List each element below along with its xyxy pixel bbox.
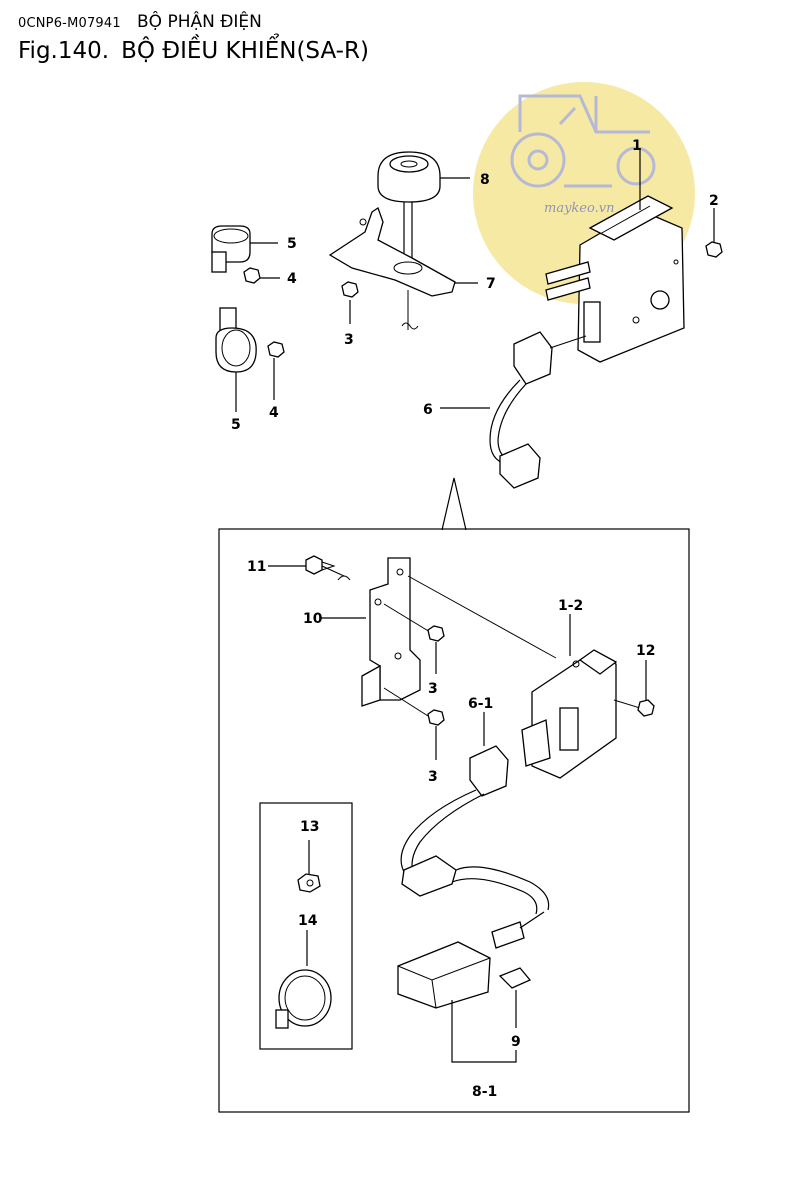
- callout-3-upper: 3: [344, 332, 354, 348]
- callout-10: 10: [303, 611, 323, 627]
- header: 0CNP6-M07941 BỘ PHẬN ĐIỆN Fig.140. BỘ ĐIỀ…: [18, 8, 369, 66]
- callout-13: 13: [300, 819, 319, 835]
- callout-6: 6: [423, 402, 433, 418]
- module-part-8-1: [397, 941, 517, 1063]
- figure-number: Fig.140.: [18, 38, 110, 64]
- callout-8: 8: [480, 172, 490, 188]
- clip-part-13: [297, 840, 321, 893]
- sub-box-13-14: [259, 802, 353, 1050]
- band-part-14: [275, 930, 332, 1029]
- knob-part-8: [377, 151, 470, 262]
- callout-1: 1: [632, 138, 642, 154]
- callouts: 1 2 8 5 4 7 3 6 5 4 11 1-2 10 12 3 6-1 3…: [231, 138, 719, 1100]
- clamp-part-5-upper: [211, 225, 278, 273]
- section-name: BỘ PHẬN ĐIỆN: [137, 12, 262, 32]
- figure-title: Fig.140. BỘ ĐIỀU KHIỂN(SA-R): [18, 36, 369, 66]
- tractor-logo: [510, 94, 656, 188]
- harness-part-6-1: [400, 712, 550, 949]
- callout-9: 9: [511, 1034, 521, 1050]
- callout-11: 11: [247, 559, 266, 575]
- callout-2: 2: [709, 193, 719, 209]
- callout-5-lower: 5: [231, 417, 241, 433]
- nut-part-3-inset-upper: [427, 625, 445, 674]
- bolt-part-11: [268, 555, 351, 581]
- part-code: 0CNP6-M07941: [18, 16, 121, 31]
- callout-3-inset-lower: 3: [428, 769, 438, 785]
- harness-part-6: [440, 331, 587, 489]
- figure-name: BỘ ĐIỀU KHIỂN(SA-R): [121, 38, 369, 64]
- watermark-text: maykeo.vn: [544, 201, 614, 216]
- bracket-part-7: [328, 206, 478, 330]
- bolt-part-12: [613, 660, 655, 717]
- callout-1-2: 1-2: [558, 598, 583, 614]
- code-line: 0CNP6-M07941 BỘ PHẬN ĐIỆN: [18, 8, 369, 38]
- nut-part-2: [705, 208, 723, 258]
- controller-part-1-2: [521, 614, 618, 779]
- clamp-part-5-lower: [215, 307, 257, 412]
- bracket-part-10: [320, 557, 557, 717]
- callout-8-1: 8-1: [472, 1084, 497, 1100]
- callout-5-upper: 5: [287, 236, 297, 252]
- callout-4-lower: 4: [269, 405, 279, 421]
- callout-3-inset-upper: 3: [428, 681, 438, 697]
- nut-part-4-upper: [243, 267, 280, 284]
- callout-7: 7: [486, 276, 496, 292]
- callout-12: 12: [636, 643, 655, 659]
- nut-part-4-lower: [267, 341, 285, 400]
- callout-14: 14: [298, 913, 318, 929]
- sub-box-frame: [259, 802, 353, 1050]
- nut-part-3-inset-lower: [427, 709, 445, 760]
- callout-6-1: 6-1: [468, 696, 493, 712]
- inset-frame: [218, 528, 690, 1113]
- callout-4-upper: 4: [287, 271, 297, 287]
- controller-part-1: [545, 148, 685, 363]
- nut-part-3-upper: [341, 281, 359, 324]
- inset-pointer: [441, 477, 467, 531]
- chip-part-9: [498, 967, 532, 1028]
